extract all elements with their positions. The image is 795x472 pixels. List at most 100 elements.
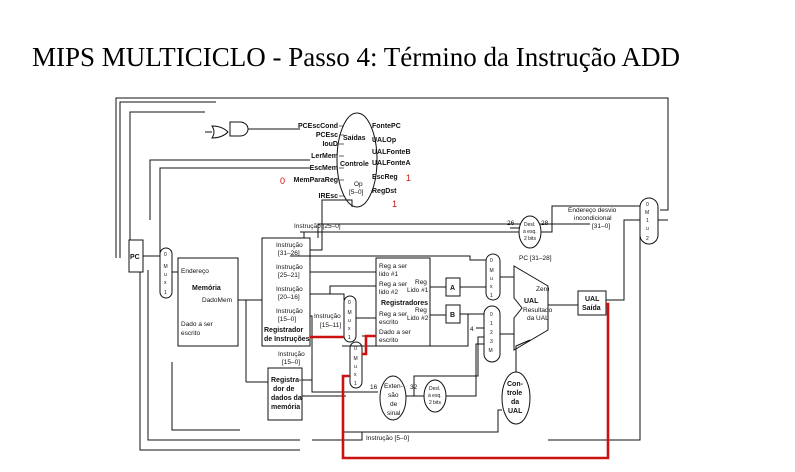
- instr-5-0-label: Instrução [5–0]: [366, 435, 409, 442]
- control-controle-label: Controle: [340, 161, 369, 168]
- svg-text:1: 1: [348, 335, 351, 341]
- svg-text:[15–0]: [15–0]: [278, 316, 296, 323]
- control-signal-escmem: EscMem: [310, 165, 338, 172]
- svg-text:[25–21]: [25–21]: [278, 272, 300, 279]
- regdst-value: 1: [392, 199, 397, 209]
- svg-text:Desl.: Desl.: [524, 222, 535, 228]
- svg-text:memória: memória: [271, 404, 300, 411]
- svg-text:[31–26]: [31–26]: [278, 250, 300, 257]
- register-b: B: [445, 304, 461, 324]
- svg-text:Instrução: Instrução: [276, 242, 303, 249]
- svg-text:0: 0: [490, 258, 493, 264]
- svg-text:M: M: [164, 264, 168, 270]
- svg-text:16: 16: [370, 384, 378, 391]
- svg-text:à esq.: à esq.: [428, 393, 442, 399]
- svg-text:Lido #2: Lido #2: [407, 315, 429, 322]
- memtoreg-output-highlight: [362, 334, 376, 356]
- svg-text:u: u: [490, 276, 493, 282]
- svg-text:Reg: Reg: [415, 307, 427, 314]
- svg-text:1: 1: [354, 381, 357, 387]
- svg-text:DadoMem: DadoMem: [202, 297, 232, 304]
- svg-text:[15–11]: [15–11]: [320, 322, 341, 329]
- svg-text:Exten-: Exten-: [384, 383, 403, 390]
- pc-label: PC: [130, 254, 140, 261]
- svg-text:u: u: [646, 226, 649, 232]
- svg-text:Reg a ser: Reg a ser: [379, 281, 408, 288]
- svg-text:1: 1: [490, 293, 493, 299]
- control-op-bits-label: [5–0]: [349, 189, 364, 196]
- svg-text:Instrução: Instrução: [276, 264, 303, 271]
- svg-text:à esq.: à esq.: [523, 229, 537, 235]
- control-op-label: Op: [354, 181, 363, 188]
- control-signal-memparareg: MemParaReg: [294, 177, 338, 184]
- svg-text:lido #1: lido #1: [379, 271, 399, 278]
- jump-address-label: Endereço desvio: [568, 207, 617, 214]
- ir-15-11-label: Instrução: [314, 313, 341, 320]
- branch-gates: [205, 121, 300, 139]
- svg-text:escrito: escrito: [379, 319, 399, 326]
- svg-text:0: 0: [646, 202, 649, 208]
- svg-text:0: 0: [348, 300, 351, 306]
- svg-text:M: M: [348, 310, 352, 316]
- svg-text:Dado a ser: Dado a ser: [379, 329, 412, 336]
- outer-wires: [115, 97, 669, 451]
- svg-text:x: x: [490, 284, 493, 290]
- memory-unit: Endereço Memória DadoMem Dado a ser escr…: [177, 257, 239, 347]
- svg-text:28: 28: [541, 220, 549, 227]
- mux-regdst: 0 M u x 1: [343, 295, 357, 343]
- svg-text:Con-: Con-: [507, 381, 524, 388]
- svg-text:0: 0: [354, 346, 357, 352]
- control-signal-iresc: IREsc: [319, 193, 339, 200]
- svg-text:incondicional: incondicional: [574, 215, 612, 222]
- svg-text:Dado a ser: Dado a ser: [181, 321, 214, 328]
- svg-text:de: de: [390, 401, 398, 408]
- svg-text:26: 26: [507, 220, 515, 227]
- svg-text:Zero: Zero: [536, 286, 550, 293]
- svg-text:x: x: [164, 280, 167, 286]
- svg-text:0: 0: [164, 252, 167, 258]
- instr-25-0-label: Instrução [25–0]: [294, 223, 341, 230]
- svg-text:Instrução: Instrução: [276, 286, 303, 293]
- control-signal-regdst: RegDst: [372, 188, 397, 195]
- svg-text:[20–16]: [20–16]: [278, 294, 300, 301]
- control-signal-pcesccond: PCEscCond: [298, 123, 338, 130]
- svg-text:2 bits: 2 bits: [429, 400, 441, 406]
- svg-text:[31–0]: [31–0]: [592, 223, 610, 230]
- svg-text:Saída: Saída: [582, 305, 601, 312]
- slide-title: MIPS MULTICICLO - Passo 4: Término da In…: [32, 42, 680, 72]
- control-saidas-label: Saídas: [343, 135, 366, 142]
- svg-text:Reg: Reg: [415, 279, 427, 286]
- svg-text:1: 1: [646, 218, 649, 224]
- svg-text:3: 3: [490, 339, 493, 345]
- svg-text:u: u: [348, 318, 351, 324]
- svg-text:Reg a ser: Reg a ser: [379, 311, 408, 318]
- alu-out-register: UAL Saída: [577, 290, 607, 316]
- svg-text:B: B: [450, 312, 455, 319]
- control-signals-right: FontePCUALOpUALFonteBUALFonteAEscRegRegD…: [372, 123, 411, 195]
- control-signal-ualfonteb: UALFonteB: [372, 149, 411, 156]
- svg-text:Registrador: Registrador: [264, 327, 304, 334]
- svg-text:2: 2: [646, 236, 649, 242]
- control-unit: Saídas Controle Op [5–0]: [336, 112, 378, 208]
- svg-text:[15–0]: [15–0]: [282, 359, 300, 366]
- svg-text:Registradores: Registradores: [381, 300, 428, 307]
- shift-left-branch: Desl. à esq. 2 bits: [423, 379, 447, 413]
- svg-text:Resultado: Resultado: [523, 307, 553, 314]
- alu: Zero UAL Resultado da UAL: [513, 265, 553, 351]
- sign-extend: Exten- são de sinal: [379, 375, 407, 421]
- svg-text:Endereço: Endereço: [181, 268, 209, 275]
- control-signal-fontepc: FontePC: [372, 123, 401, 130]
- svg-text:da: da: [511, 399, 519, 406]
- ir-wires: [300, 199, 590, 441]
- writeback-path-highlight: [341, 302, 610, 460]
- svg-text:u: u: [354, 364, 357, 370]
- svg-text:M: M: [490, 268, 494, 274]
- svg-text:são: são: [388, 392, 399, 399]
- svg-text:dor de: dor de: [273, 386, 294, 393]
- pc-register: PC: [128, 239, 144, 273]
- mux-memtoreg: 0 M u x 1: [349, 341, 363, 389]
- svg-text:2: 2: [490, 330, 493, 336]
- pc-31-28-label: PC [31–28]: [519, 255, 552, 262]
- svg-text:A: A: [450, 285, 455, 292]
